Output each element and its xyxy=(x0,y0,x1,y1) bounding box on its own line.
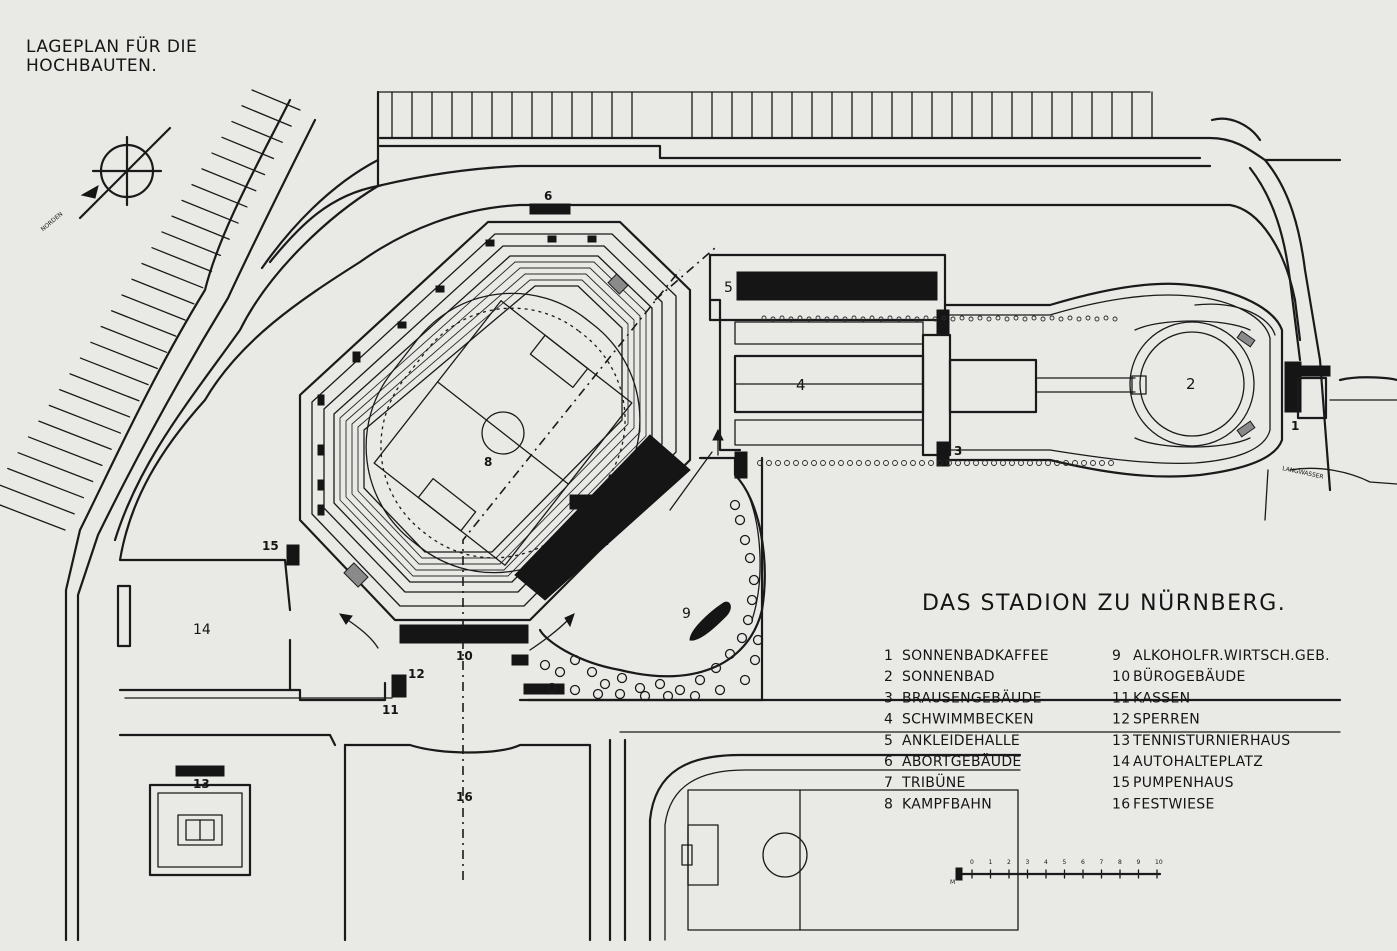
pump-house xyxy=(286,544,300,566)
east-street: LANGWASSER xyxy=(1210,117,1397,521)
legend-item-label-14: AUTOHALTEPLATZ xyxy=(1133,754,1263,770)
north-arrow-icon: NORDEN xyxy=(40,126,172,233)
scale-number-10: 10 xyxy=(1155,859,1163,866)
scale-number-1: 1 xyxy=(989,859,993,866)
map-number-9: 9 xyxy=(682,606,691,622)
map-number-3: 3 xyxy=(954,444,962,458)
site-boundary xyxy=(118,203,1302,612)
axis-extension xyxy=(654,247,716,301)
map-number-16: 16 xyxy=(456,790,473,804)
legend-item-label-6: ABORTGEBÄUDE xyxy=(902,752,1022,770)
legend-item-label-9: ALKOHOLFR.WIRTSCH.GEB. xyxy=(1133,648,1330,664)
scale-bar: 0 1 2 3 4 5 6 7 8 9 10M xyxy=(950,859,1163,886)
legend-item-label-13: TENNISTURNIERHAUS xyxy=(1132,733,1290,749)
legend-item-number-5: 5 xyxy=(884,733,893,749)
legend-item-number-1: 1 xyxy=(884,648,893,664)
ticket-booth-right xyxy=(523,683,565,695)
legend-item-number-16: 16 xyxy=(1112,796,1130,812)
legend-item-number-7: 7 xyxy=(884,775,893,791)
legend-item-number-8: 8 xyxy=(884,796,893,812)
map-number-11: 11 xyxy=(382,703,399,717)
west-street xyxy=(0,89,380,942)
legend-item-number-2: 2 xyxy=(884,669,893,685)
map-number-13: 13 xyxy=(193,777,210,791)
legend-item-label-8: KAMPFBAHN xyxy=(902,796,992,812)
legend-item-label-3: BRAUSENGEBÄUDE xyxy=(902,688,1042,706)
legend-item-number-10: 10 xyxy=(1112,669,1130,685)
map-number-7: 7 xyxy=(604,533,613,549)
map-number-1: 1 xyxy=(1291,419,1299,433)
map-number-2: 2 xyxy=(1186,375,1196,393)
abort-building xyxy=(529,203,571,215)
scale-number-5: 5 xyxy=(1063,859,1067,866)
legend-item-label-10: BÜROGEBÄUDE xyxy=(1133,667,1246,685)
map-number-12: 12 xyxy=(408,667,425,681)
legend-item-label-1: SONNENBADKAFFEE xyxy=(902,648,1049,664)
legend-item-label-2: SONNENBAD xyxy=(902,669,995,685)
legend-item-number-12: 12 xyxy=(1112,712,1130,728)
legend-item-number-14: 14 xyxy=(1112,754,1130,770)
stadium-kampfbahn xyxy=(298,220,692,622)
legend-item-label-12: SPERREN xyxy=(1133,712,1200,728)
south-stand xyxy=(399,624,529,644)
tribune-building xyxy=(514,434,691,601)
map-number-15: 15 xyxy=(262,539,279,553)
south-area xyxy=(118,681,1342,942)
scale-number-9: 9 xyxy=(1137,859,1141,866)
scale-number-0: 0 xyxy=(970,859,974,866)
map-number-5: 5 xyxy=(724,280,733,296)
map-number-4: 4 xyxy=(796,376,806,394)
legend-item-number-15: 15 xyxy=(1112,775,1130,791)
legend-item-number-11: 11 xyxy=(1112,690,1130,706)
tennis-house xyxy=(175,765,225,777)
legend-item-label-16: FESTWIESE xyxy=(1133,796,1215,812)
scale-number-8: 8 xyxy=(1118,859,1122,866)
parking-strip xyxy=(116,584,132,648)
scale-number-3: 3 xyxy=(1026,859,1030,866)
map-labels: 1 2 3 4 5 6 7 8 9 10 11 12 13 14 15 16 xyxy=(193,189,1299,804)
legend-item-number-4: 4 xyxy=(884,712,893,728)
pool-complex xyxy=(708,253,1331,479)
ticket-booth-left xyxy=(391,674,407,698)
scale-number-2: 2 xyxy=(1007,859,1011,866)
map-number-8: 8 xyxy=(484,455,492,469)
legend-item-label-7: TRIBÜNE xyxy=(901,773,966,791)
main-axis xyxy=(462,269,681,880)
legend-item-label-15: PUMPENHAUS xyxy=(1133,775,1234,791)
scale-unit: M xyxy=(950,879,955,886)
north-label: NORDEN xyxy=(40,211,65,233)
entry-arrows xyxy=(339,428,724,651)
street-label: LANGWASSER xyxy=(1282,465,1325,481)
corner-title-line-2: HOCHBAUTEN. xyxy=(26,56,157,76)
legend-item-number-6: 6 xyxy=(884,754,893,770)
map-number-6: 6 xyxy=(544,189,552,203)
legend-item-label-5: ANKLEIDEHALLE xyxy=(902,733,1020,749)
legend-item-number-3: 3 xyxy=(884,690,893,706)
barrier-right xyxy=(511,654,529,666)
north-street xyxy=(260,90,1342,270)
map-number-14: 14 xyxy=(193,622,211,638)
legend-left-column: 1 SONNENBADKAFFEE 2 SONNENBAD 3 BRAUSENGEBÄUD… xyxy=(884,648,1049,812)
map-number-10: 10 xyxy=(456,649,473,663)
legend-item-label-4: SCHWIMMBECKEN xyxy=(902,712,1034,728)
main-title: DAS STADION ZU NÜRNBERG. xyxy=(922,590,1286,616)
legend-item-number-9: 9 xyxy=(1112,648,1121,664)
corner-title-line-1: LAGEPLAN FÜR DIE xyxy=(26,35,197,57)
legend-item-number-13: 13 xyxy=(1112,733,1130,749)
dressing-hall xyxy=(736,271,938,301)
scale-number-7: 7 xyxy=(1100,859,1104,866)
legend-item-label-11: KASSEN xyxy=(1133,690,1190,706)
scale-number-4: 4 xyxy=(1044,859,1048,866)
scale-number-6: 6 xyxy=(1081,859,1085,866)
tribune-center-block xyxy=(569,494,593,510)
